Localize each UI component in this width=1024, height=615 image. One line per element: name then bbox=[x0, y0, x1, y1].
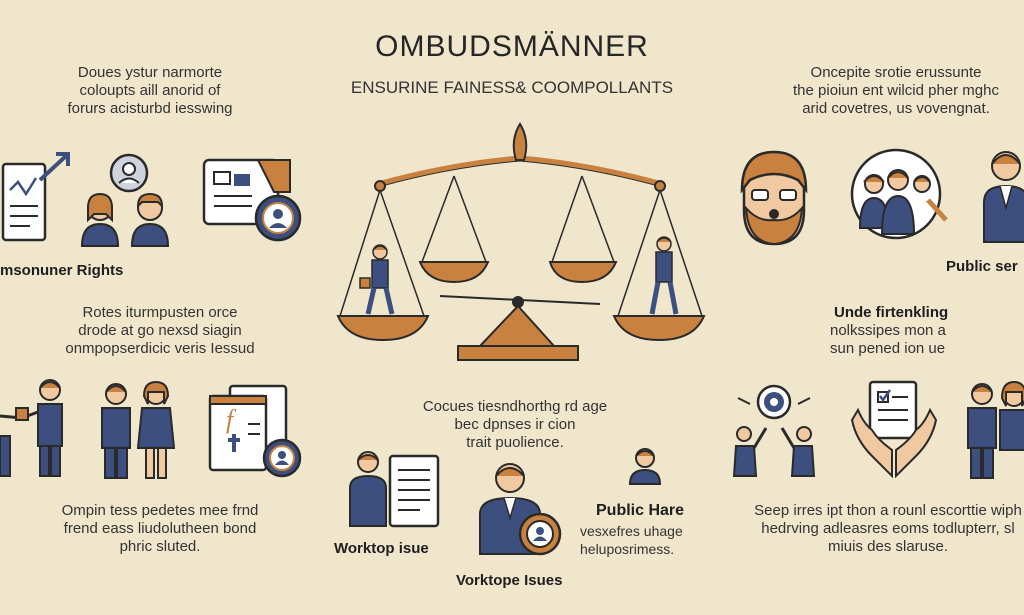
women-people-icon bbox=[80, 192, 170, 247]
worker-badge-icon bbox=[479, 463, 562, 556]
public-title: Public Hare bbox=[596, 502, 685, 519]
id-card-badge-icon bbox=[202, 158, 302, 242]
right-bottom-description: Seep irres ipt thon a rounl escorttie wi… bbox=[754, 502, 1022, 555]
public-description: vesxefres uhage heluposrimess. bbox=[580, 523, 683, 557]
couple-icon bbox=[967, 380, 1024, 479]
bearded-face-icon bbox=[740, 150, 808, 246]
scales-of-justice-icon bbox=[336, 122, 706, 361]
worker-document-icon bbox=[349, 451, 440, 528]
page-subtitle: ENSURINE FAINESS& COOMPOLLANTS bbox=[350, 78, 674, 97]
right-mid-heading: Unde firtenkling bbox=[834, 304, 949, 321]
workplace-left-label: Worktop isue bbox=[334, 540, 429, 557]
legal-document-icon: f bbox=[208, 384, 302, 478]
left-bottom-description: Ompin tess pedetes mee frnd frend eass l… bbox=[61, 502, 259, 555]
hands-document-icon bbox=[850, 380, 938, 479]
handshake-people-icon bbox=[0, 379, 63, 477]
user-badge-icon bbox=[109, 153, 149, 193]
two-people-icon bbox=[101, 380, 176, 479]
workplace-bottom-label: Vorktope Isues bbox=[456, 572, 563, 589]
left-mid-description: Rotes iturmpusten orce drode at go nexsd… bbox=[65, 304, 255, 357]
center-description: Cocues tiesndhorthg rd age bec dpnses ir… bbox=[422, 398, 608, 451]
businessman-icon bbox=[983, 151, 1024, 243]
right-top-heading: Public ser bbox=[946, 258, 1018, 275]
svg-text:f: f bbox=[226, 405, 237, 434]
right-top-description: Oncepite srotie erussunte the pioiun ent… bbox=[793, 64, 999, 117]
target-team-icon bbox=[732, 384, 816, 477]
group-circle-icon bbox=[850, 148, 948, 240]
right-mid-description: nolkssipes mon a sun pened ion ue bbox=[830, 322, 946, 357]
document-growth-icon bbox=[1, 152, 70, 242]
page-title: OMBUDSMÄNNER bbox=[375, 30, 649, 63]
left-top-description: Doues ystur narmorte coloupts aill anori… bbox=[67, 64, 233, 117]
person-icon bbox=[628, 448, 662, 485]
left-top-heading: msonuner Rights bbox=[0, 262, 124, 279]
